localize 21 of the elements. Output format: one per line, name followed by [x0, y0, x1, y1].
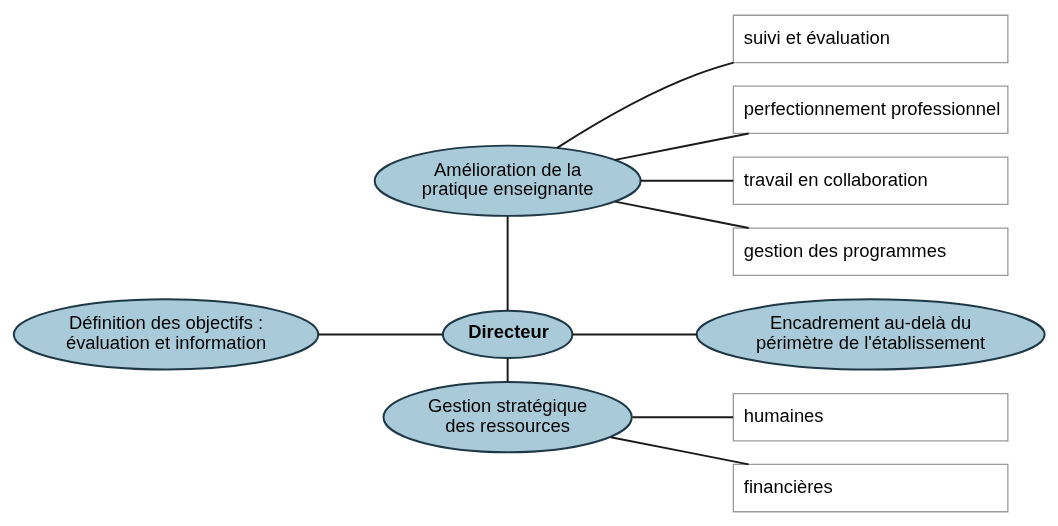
node-ellipse: Amélioration de la pratique enseignante: [373, 144, 642, 217]
connector: [631, 415, 734, 418]
node-ellipse: Encadrement au-delà du périmètre de l'établissement: [695, 297, 1046, 371]
connector: [609, 435, 750, 465]
node-ellipse: Gestion stratégique des ressources: [382, 380, 633, 453]
connector: [317, 332, 444, 335]
node-box: gestion des programmes: [732, 226, 1009, 276]
node-box: suivi et évaluation: [732, 14, 1009, 63]
connector: [614, 200, 750, 229]
node-box: financières: [732, 463, 1009, 512]
node-box: humaines: [732, 392, 1009, 441]
connector: [614, 132, 750, 161]
node-ellipse: Directeur: [441, 309, 574, 359]
connector: [639, 179, 735, 182]
node-ellipse: Définition des objectifs : évaluation et information: [12, 297, 320, 371]
connector: [556, 61, 735, 149]
node-box: travail en collaboration: [732, 155, 1009, 205]
connector: [506, 356, 509, 383]
node-box: perfectionnement professionnel: [732, 85, 1009, 134]
connector: [506, 214, 509, 311]
connector: [571, 332, 698, 335]
